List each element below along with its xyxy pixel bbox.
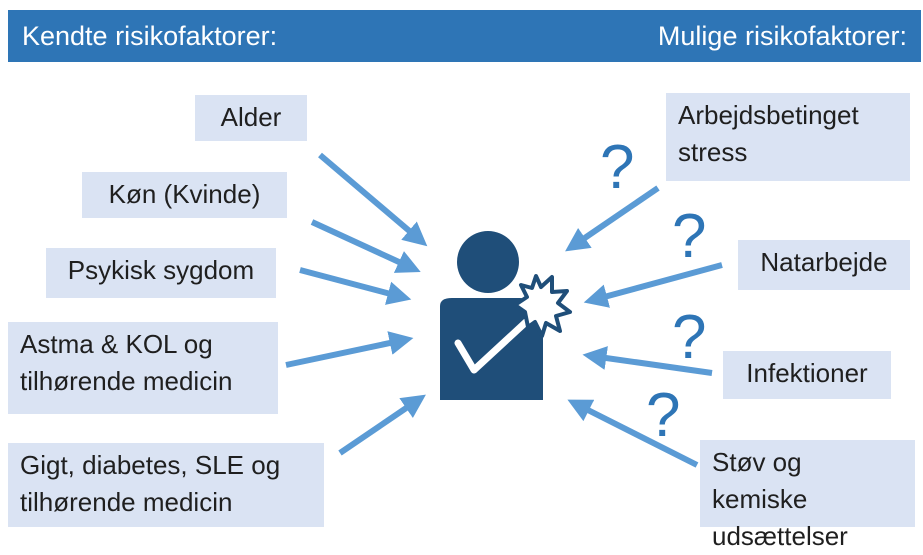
- pain-burst-icon: [513, 274, 572, 338]
- possible-factor-night-work: Natarbejde: [738, 240, 910, 290]
- known-factor-age: Alder: [195, 95, 307, 141]
- arrow-asthma-copd: [285, 331, 414, 368]
- arrow-mental-illness: [299, 267, 412, 305]
- arrow-night-work: [583, 262, 723, 308]
- question-mark-night-work: ?: [672, 202, 706, 271]
- person-body: [440, 298, 543, 400]
- question-mark-infections: ?: [672, 303, 706, 372]
- arrow-work-stress: [565, 185, 660, 252]
- known-factor-mental-illness: Psykisk sygdom: [46, 248, 276, 298]
- diagram-graphics: ? ? ? ?: [285, 133, 723, 468]
- question-mark-dust-chemicals: ?: [646, 381, 680, 450]
- known-factor-arthritis-diabetes: Gigt, diabetes, SLE og tilhørende medici…: [8, 443, 324, 527]
- arrow-gender: [310, 219, 421, 273]
- arrow-infections: [582, 346, 713, 376]
- arrow-age: [318, 152, 428, 247]
- known-factor-gender: Køn (Kvinde): [82, 172, 287, 218]
- arrow-dust-chemicals: [567, 399, 699, 468]
- known-factors-title: Kendte risikofaktorer:: [22, 20, 278, 51]
- possible-factor-work-stress: Arbejdsbetinget stress: [666, 93, 910, 181]
- header-bar: Kendte risikofaktorer: Mulige risikofakt…: [8, 10, 921, 62]
- known-factor-asthma-copd: Astma & KOL og tilhørende medicin: [8, 322, 278, 414]
- question-mark-work-stress: ?: [600, 133, 634, 202]
- person-with-pain-icon: [440, 231, 572, 400]
- person-head: [457, 231, 519, 293]
- possible-factors-title: Mulige risikofaktorer:: [657, 20, 907, 51]
- arm-check-mark: [454, 318, 530, 374]
- arrow-arthritis-diabetes: [338, 394, 426, 456]
- possible-factor-infections: Infektioner: [723, 351, 891, 399]
